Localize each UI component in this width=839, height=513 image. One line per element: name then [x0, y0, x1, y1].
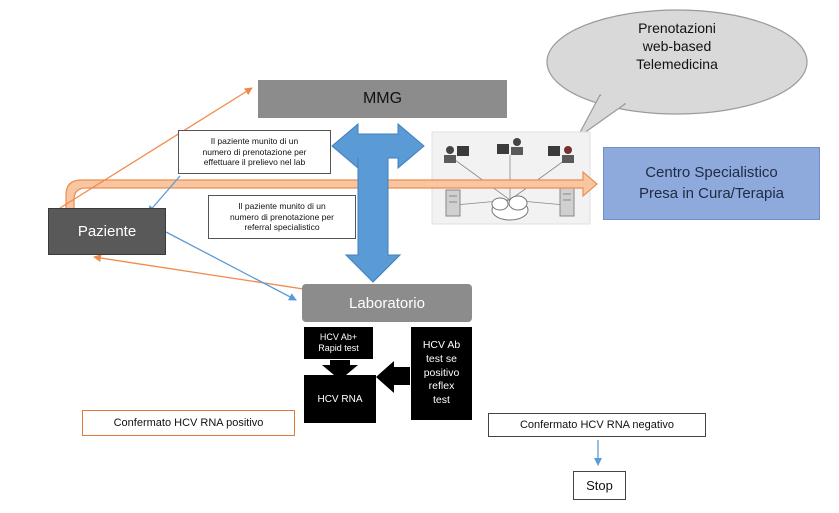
- computer-user-icon: [548, 146, 574, 163]
- bubble-line: Telemedicina: [636, 56, 718, 73]
- stop-box: Stop: [573, 471, 626, 500]
- confermato-negativo-box: Confermato HCV RNA negativo: [488, 413, 706, 437]
- note-line: Il paziente munito di un: [238, 201, 326, 212]
- rapid-test-box: HCV Ab+ Rapid test: [304, 327, 373, 359]
- note-line: effettuare il prelievo nel lab: [203, 157, 306, 168]
- cloud-icon: [491, 195, 529, 221]
- bubble-line: Prenotazioni: [638, 20, 716, 36]
- server-icon: [559, 187, 575, 217]
- hcvab-line: positivo: [423, 366, 460, 379]
- telemedicina-label: Prenotazioni web-based Telemedicina: [592, 19, 762, 74]
- hcv-ab-reflex-box: HCV Ab test se positivo reflex test: [411, 327, 472, 420]
- hcvab-line: HCV Ab: [422, 339, 461, 352]
- centro-line: Presa in Cura/Terapia: [638, 184, 785, 202]
- hcvab-line: test: [433, 393, 450, 406]
- paziente-to-mmg-arrow: [59, 87, 253, 209]
- hcv-rna-box: HCV RNA: [304, 375, 376, 423]
- lab-to-paziente-arrow: [93, 254, 324, 293]
- paziente-to-lab-arrow: [165, 231, 297, 301]
- laboratorio-box: Laboratorio: [302, 284, 472, 322]
- hcvab-line: reflex: [428, 380, 455, 393]
- rapid-line: HCV Ab+: [319, 332, 358, 343]
- paziente-box: Paziente: [48, 208, 166, 255]
- server-icon: [445, 189, 461, 217]
- centro-line: Centro Specialistico: [645, 164, 778, 182]
- note-to-paziente-arrow: [147, 175, 181, 214]
- note-prelievo: Il paziente munito di un numero di preno…: [178, 130, 331, 174]
- computer-user-icon: [497, 138, 523, 155]
- computer-user-icon: [444, 146, 469, 163]
- note-line: Il paziente munito di un: [210, 136, 299, 147]
- confermato-positivo-box: Confermato HCV RNA positivo: [82, 410, 295, 436]
- rapid-to-rna-arrow: [322, 360, 358, 380]
- telemedicina-speech-bubble: [546, 9, 808, 139]
- hcvab-line: test se: [426, 353, 457, 366]
- note-referral: Il paziente munito di un numero di preno…: [208, 195, 356, 239]
- path-to-centro-arrow: [65, 170, 598, 211]
- rapid-line: Rapid test: [318, 343, 359, 353]
- mmg-box: MMG: [258, 80, 507, 118]
- network-illustration: [431, 131, 591, 225]
- bubble-line: web-based: [642, 38, 712, 55]
- note-line: referral specialistico: [244, 222, 320, 233]
- ab-to-rna-arrow: [376, 361, 410, 393]
- note-line: numero di prenotazione per: [202, 146, 307, 157]
- note-line: numero di prenotazione per: [230, 211, 334, 222]
- centro-specialistico-box: Centro Specialistico Presa in Cura/Terap…: [603, 147, 820, 220]
- mmg-connection-arrow: [331, 122, 425, 283]
